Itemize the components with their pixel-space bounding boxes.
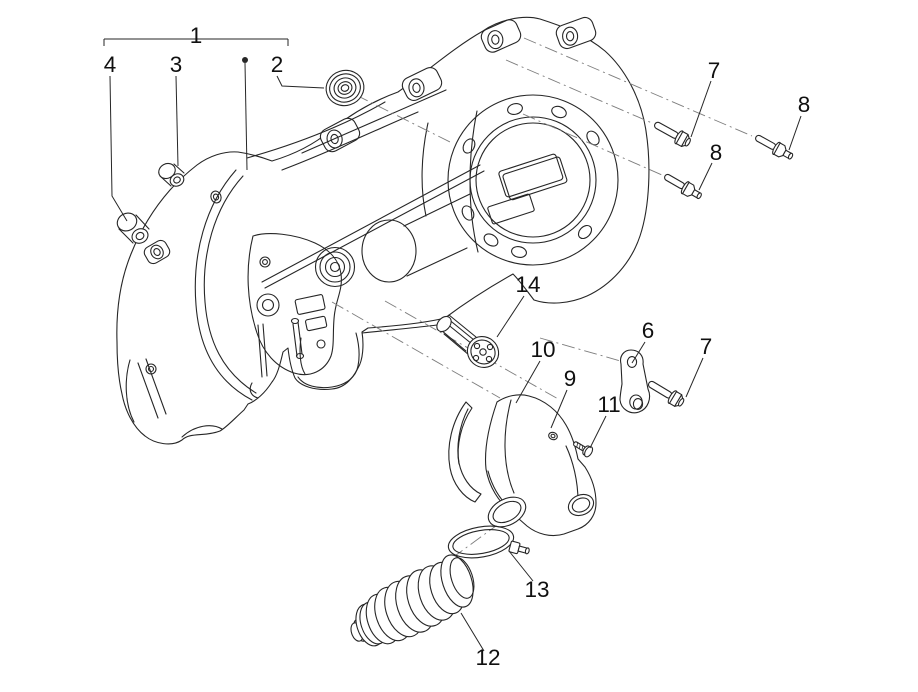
bottom-curl-inner [249,382,259,399]
part-9-air-duct [484,394,597,537]
part-3-bushing [158,162,185,187]
axis-bolt-7-top [505,59,653,124]
callout-13: 13 [524,577,549,602]
flange-vent-slot-small [487,193,535,225]
leader-4 [109,75,128,222]
bushing-seat-upper [210,190,222,204]
part-4-bushing [116,212,150,244]
leader-7-lower [685,357,704,398]
leader-11 [589,415,607,449]
axis-bolt-8-right [523,37,753,137]
leader-9 [550,389,568,429]
callout-3: 3 [170,52,183,77]
leader-7-top [690,80,712,138]
part-12-bellows-hose [350,554,475,647]
leader-6 [631,341,646,364]
callout-4: 4 [104,52,117,77]
part-7-bolt-lower [647,380,685,407]
leader-3 [175,75,179,167]
part-6-link-bracket [619,349,651,414]
axis-duct [331,301,501,399]
leader-13 [508,550,534,582]
callout-8-lower: 8 [710,140,723,165]
callout-2: 2 [271,52,284,77]
part-10-duct-gasket [448,401,482,503]
part-14-breather-plug [436,314,500,368]
part-2-roller-bearing [325,69,365,107]
callout-12: 12 [475,645,500,670]
leader-12 [460,612,485,652]
leader-dot-line [244,62,248,171]
part-11-screw [573,441,594,458]
callout-14: 14 [515,272,540,297]
part-8-bolt-lower [664,173,702,200]
leader-2 [276,75,325,89]
callout-10: 10 [530,337,555,362]
leader-8-lower [698,162,713,191]
callout-7-lower: 7 [700,334,713,359]
cover-mounting-lugs [319,16,597,153]
callout-8-right: 8 [798,92,811,117]
part-7-bolt-top [654,121,691,147]
axis-roller [355,94,453,144]
flange-vent-slot-large [498,153,568,201]
leader-8-right [788,115,802,151]
part-8-bolt-right [755,134,794,160]
clutch-cover-flange [421,94,619,266]
leader-group-1-bracket [103,34,289,46]
kick-foot [125,358,167,423]
callout-6: 6 [642,318,655,343]
part-13-hose-clamp [447,525,530,559]
leader-10 [515,360,541,404]
leader-lines [103,34,802,652]
callout-1: 1 [190,23,203,48]
shaft-boss [314,246,356,288]
bushing-seat-lower [143,239,171,265]
callout-11: 11 [597,392,620,417]
axis-bracket [539,337,625,363]
pivot-boss [256,293,280,317]
leader-dot [242,57,248,63]
callout-7-top: 7 [708,58,721,83]
leader-14 [496,295,525,338]
callout-9: 9 [564,366,577,391]
cover-recess-panel [361,219,417,283]
bottom-right-foot [297,332,360,389]
axis-bolt-8-lower [522,113,663,176]
cover-inner-opening [247,233,342,376]
